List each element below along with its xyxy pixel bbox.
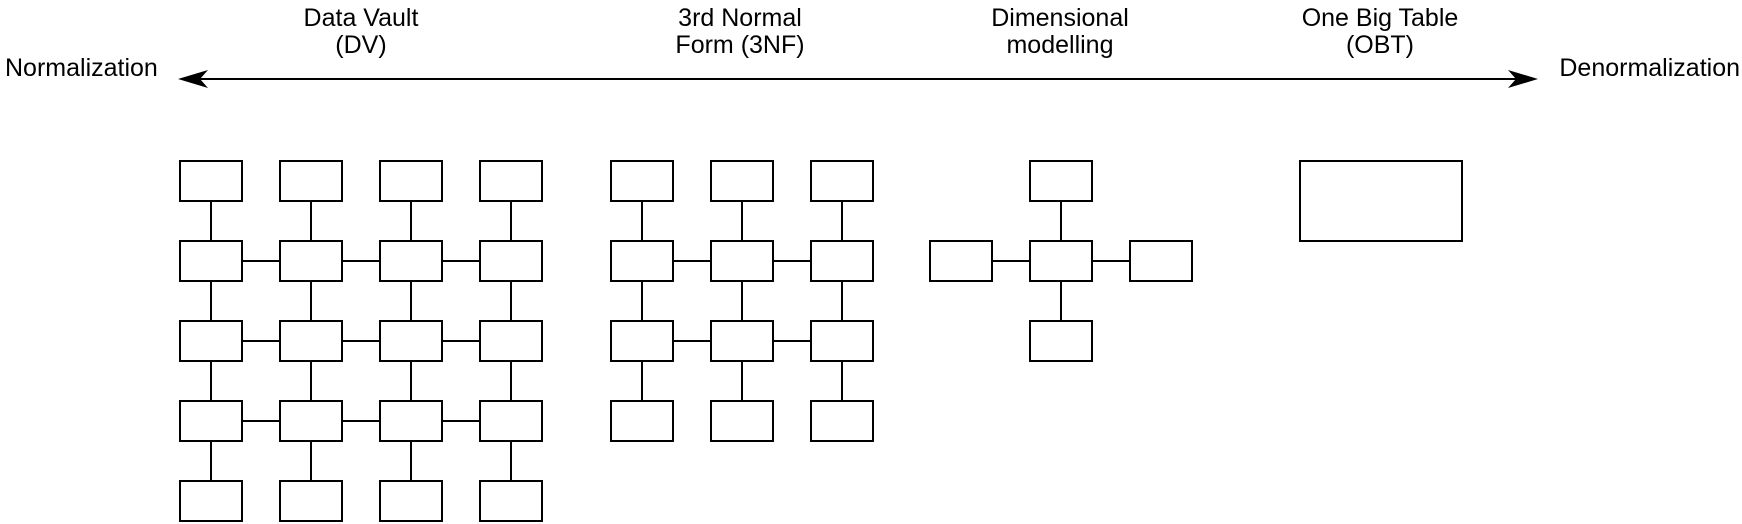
table-node bbox=[810, 400, 874, 442]
table-node bbox=[479, 320, 543, 362]
approach-label-dimensional: Dimensional modelling bbox=[991, 5, 1129, 59]
table-node bbox=[179, 400, 243, 442]
table-node bbox=[279, 480, 343, 522]
table-node bbox=[379, 400, 443, 442]
table-node bbox=[929, 240, 993, 282]
approach-label-3nf: 3rd Normal Form (3NF) bbox=[675, 5, 804, 59]
table-node bbox=[479, 240, 543, 282]
normalization-label: Normalization bbox=[5, 54, 158, 82]
approach-label-data-vault: Data Vault (DV) bbox=[304, 5, 419, 59]
one-big-table-schema bbox=[1299, 160, 1463, 242]
table-node bbox=[710, 160, 774, 202]
schema-diagrams bbox=[179, 160, 1463, 522]
table-node bbox=[810, 160, 874, 202]
table-node bbox=[1129, 240, 1193, 282]
approach-label-line2: (DV) bbox=[335, 31, 387, 59]
data-vault-schema bbox=[179, 160, 543, 522]
table-node bbox=[610, 160, 674, 202]
table-node bbox=[279, 240, 343, 282]
table-node bbox=[1029, 320, 1093, 362]
table-node bbox=[179, 160, 243, 202]
table-node bbox=[710, 320, 774, 362]
table-node bbox=[479, 160, 543, 202]
table-node bbox=[1029, 160, 1093, 202]
approach-label-line1: 3rd Normal bbox=[678, 4, 802, 32]
arrow-head-left bbox=[178, 70, 208, 88]
table-node bbox=[610, 320, 674, 362]
table-node bbox=[379, 160, 443, 202]
table-node bbox=[810, 240, 874, 282]
table-node bbox=[179, 320, 243, 362]
approach-label-line2: (OBT) bbox=[1345, 31, 1415, 59]
table-node bbox=[610, 240, 674, 282]
table-node bbox=[379, 320, 443, 362]
approach-label-line2: modelling bbox=[1006, 31, 1114, 59]
table-node bbox=[479, 480, 543, 522]
dimensional-star-schema bbox=[929, 160, 1193, 362]
table-node bbox=[710, 400, 774, 442]
denormalization-label: Denormalization bbox=[1559, 54, 1740, 82]
table-node bbox=[810, 320, 874, 362]
table-node bbox=[379, 480, 443, 522]
table-node bbox=[279, 160, 343, 202]
approach-label-line1: One Big Table bbox=[1301, 4, 1459, 32]
table-node bbox=[379, 240, 443, 282]
third-normal-form-schema bbox=[610, 160, 874, 442]
table-node bbox=[710, 240, 774, 282]
table-node bbox=[1029, 240, 1093, 282]
approach-label-line2: Form (3NF) bbox=[675, 31, 805, 59]
table-node bbox=[279, 320, 343, 362]
approach-label-line1: Data Vault bbox=[303, 4, 419, 32]
approach-label-obt: One Big Table (OBT) bbox=[1302, 5, 1459, 59]
table-node bbox=[279, 400, 343, 442]
table-node bbox=[179, 480, 243, 522]
arrow-head-right bbox=[1508, 70, 1538, 88]
table-node bbox=[479, 400, 543, 442]
table-node bbox=[1299, 160, 1463, 242]
approach-label-line1: Dimensional bbox=[991, 4, 1129, 32]
spectrum-arrow bbox=[178, 70, 1538, 88]
table-node bbox=[179, 240, 243, 282]
table-node bbox=[610, 400, 674, 442]
